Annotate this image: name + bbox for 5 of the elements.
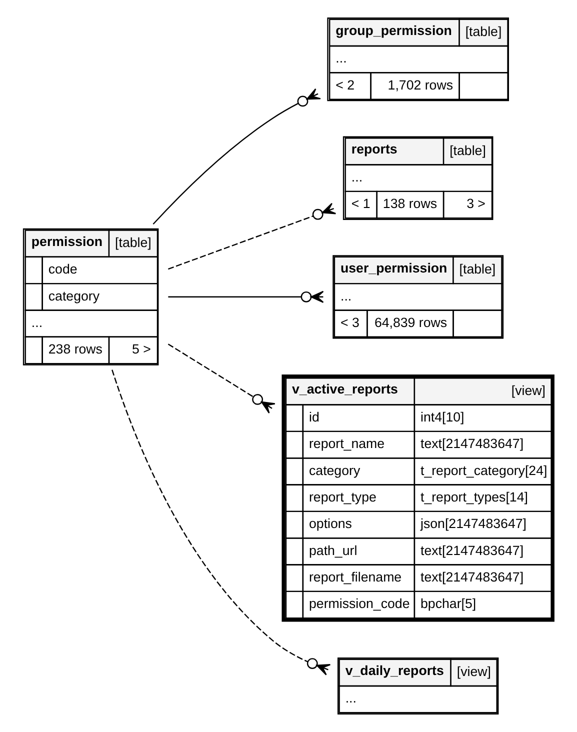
connector (167, 202, 336, 270)
connector (152, 88, 320, 225)
connector (111, 370, 330, 676)
connector (168, 290, 324, 303)
connector (167, 344, 275, 414)
